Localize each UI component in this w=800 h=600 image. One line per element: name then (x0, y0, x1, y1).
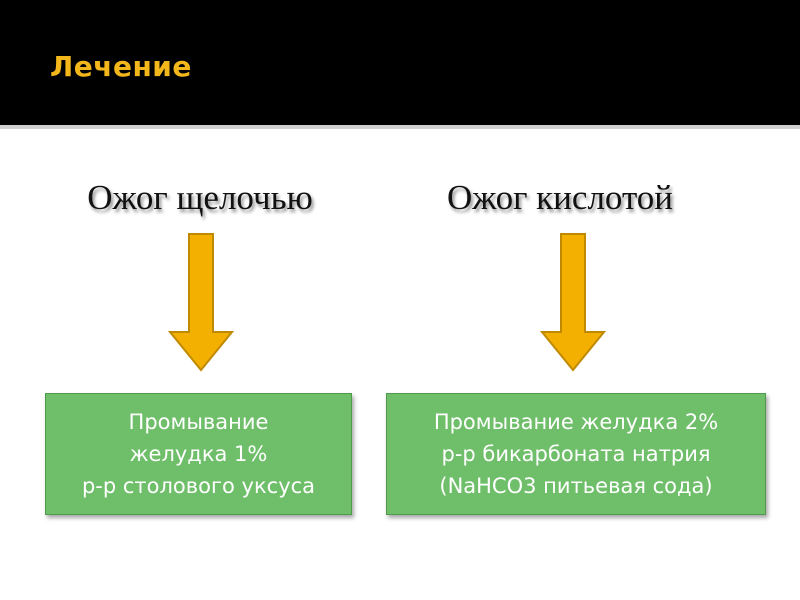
box-line: Промывание желудка 2% (433, 410, 719, 434)
box-line: Промывание (128, 410, 269, 434)
heading-alkali-burn: Ожог щелочью (87, 178, 313, 217)
down-arrow-icon (540, 233, 606, 372)
box-line: р-р столового уксуса (81, 474, 316, 498)
treatment-box-alkali: Промывание желудка 1% р-р столового уксу… (45, 393, 352, 515)
down-arrow-icon (168, 233, 234, 372)
box-line: желудка 1% (129, 442, 268, 466)
header-bar (0, 0, 800, 125)
header-divider (0, 125, 800, 129)
slide-title: Лечение (50, 50, 192, 83)
treatment-box-acid: Промывание желудка 2% р-р бикарбоната на… (386, 393, 766, 515)
box-line: р-р бикарбоната натрия (441, 442, 711, 466)
box-line: (NaHCO3 питьевая сода) (439, 474, 713, 498)
heading-acid-burn: Ожог кислотой (446, 178, 674, 217)
